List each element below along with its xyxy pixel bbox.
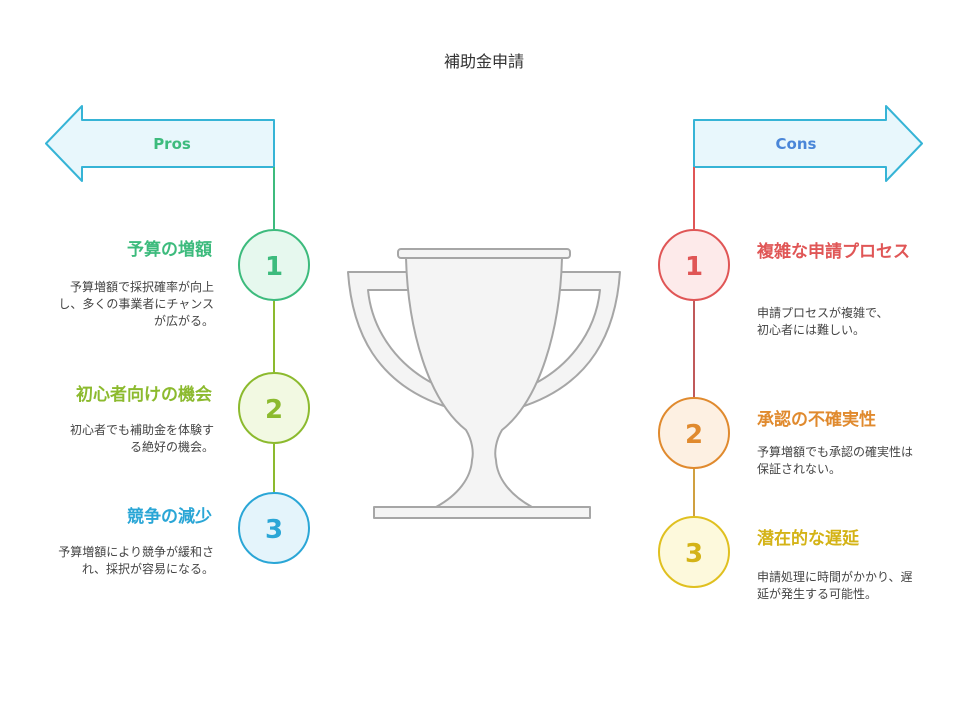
pros-item-2-description: 初心者でも補助金を体験する絶好の機会。 — [69, 423, 214, 454]
cons-step-3-circle: 3 — [658, 516, 730, 588]
cons-step-1-circle: 1 — [658, 229, 730, 301]
cons-item-1-title: 複雑な申請プロセス — [757, 242, 910, 262]
cons-step-2-circle: 2 — [658, 397, 730, 469]
pros-item-3-description: 予算増額により競争が緩和され、採択が容易になる。 — [58, 545, 214, 576]
pros-step-3-number: 3 — [265, 515, 283, 545]
cons-item-2-title: 承認の不確実性 — [757, 410, 876, 430]
pros-step-1-circle: 1 — [238, 229, 310, 301]
cons-step-3-number: 3 — [685, 539, 703, 569]
pros-item-1-title: 予算の増額 — [127, 240, 212, 260]
pros-step-3-circle: 3 — [238, 492, 310, 564]
pros-arrow: Pros — [45, 105, 275, 182]
cons-step-1-number: 1 — [685, 252, 703, 282]
cons-arrow: Cons — [693, 105, 923, 182]
trophy-icon — [347, 248, 621, 519]
cons-item-2-description: 予算増額でも承認の確実性は保証されない。 — [757, 445, 914, 476]
cons-label: Cons — [776, 135, 817, 153]
pros-item-3-title: 競争の減少 — [127, 507, 212, 527]
pros-step-2-circle: 2 — [238, 372, 310, 444]
cons-item-1-description: 申請プロセスが複雑で、初心者には難しい。 — [757, 306, 889, 337]
pros-item-1-description: 予算増額で採択確率が向上し、多くの事業者にチャンスが広がる。 — [58, 280, 214, 328]
pros-item-2-title: 初心者向けの機会 — [76, 385, 212, 405]
page-title: 補助金申請 — [443, 52, 524, 71]
pros-step-2-number: 2 — [265, 395, 283, 425]
cons-step-2-number: 2 — [685, 420, 703, 450]
cons-item-3-description: 申請処理に時間がかかり、遅延が発生する可能性。 — [757, 570, 913, 601]
pros-step-1-number: 1 — [265, 252, 283, 282]
cons-item-3-title: 潜在的な遅延 — [757, 529, 859, 549]
pros-label: Pros — [153, 135, 191, 153]
